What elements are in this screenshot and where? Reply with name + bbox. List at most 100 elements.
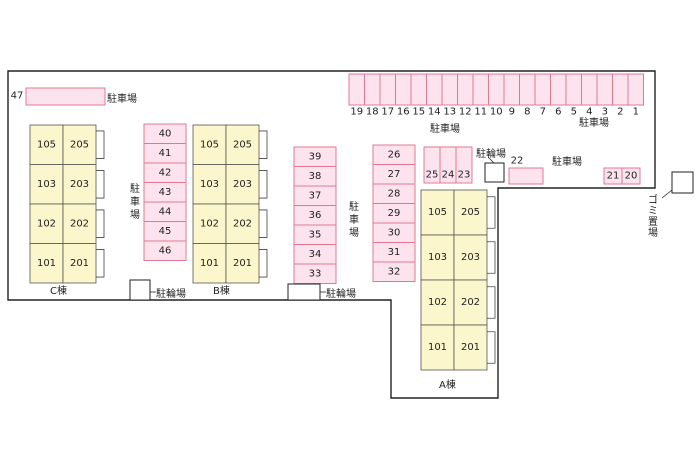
apartment-unit-number: 201 [70,258,89,269]
apartment-unit-202: 202 [225,203,260,244]
parking-stall-number: 2 [617,107,623,118]
apartment-unit-203: 203 [453,234,488,281]
parking-stall-rect [627,73,644,106]
label-building-a: A棟 [439,378,456,391]
apartment-unit-rect [29,124,64,165]
parking-stall-4: 4 [581,73,598,118]
apartment-unit-105: 105 [420,189,455,236]
apartment-unit-rect [62,243,97,284]
parking-stall-number: 31 [388,247,401,258]
apartment-unit-rect [225,124,260,165]
parking-stall-36: 36 [293,205,337,226]
parking-stall-rect [508,167,544,185]
label-garbage-1: ゴ [648,193,658,206]
parking-stall-number: 24 [442,170,455,181]
parking-stall-30: 30 [372,222,416,243]
apartment-unit-number: 202 [233,218,252,229]
parking-stall-17: 17 [379,73,396,118]
apartment-unit-number: 101 [428,342,447,353]
label-parking-v-40-1: 駐 [130,182,140,195]
label-parking-top-right: 駐車場 [579,116,609,129]
apartment-unit-number: 201 [233,258,252,269]
parking-stall-25: 25 [423,146,441,184]
apartment-unit-number: 103 [428,252,447,263]
balcony-notch [96,130,105,159]
bike-parking-box-a [484,162,505,183]
parking-stall-rect [395,73,412,106]
apartment-unit-number: 101 [37,258,56,269]
apartment-unit-number: 103 [37,179,56,190]
parking-stall-29: 29 [372,203,416,224]
balcony-notch [96,170,105,199]
apartment-unit-rect [192,203,227,244]
parking-stall-number: 41 [159,148,172,159]
parking-stall-37: 37 [293,185,337,206]
apartment-unit-number: 205 [233,139,252,150]
parking-stall-11: 11 [472,73,489,118]
parking-stall-rect [581,73,598,106]
balcony-notch [259,170,268,199]
parking-stall-number: 8 [524,107,530,118]
apartment-unit-number: 203 [233,179,252,190]
parking-stall-number: 17 [381,107,394,118]
label-parking-v-26-1: 駐 [349,200,359,213]
parking-stall-12: 12 [457,73,474,118]
parking-stall-number: 7 [540,107,546,118]
apartment-unit-rect [420,234,455,281]
parking-stall-rect [25,87,106,106]
parking-stall-rect [519,73,536,106]
bike-parking-leader-a [487,156,495,164]
parking-stall-number: 3 [602,107,608,118]
label-parking-47: 駐車場 [107,92,137,105]
parking-stall-28: 28 [372,183,416,204]
parking-stall-42: 42 [143,162,187,183]
balcony-notch [487,196,496,229]
parking-stall-33: 33 [293,263,337,284]
parking-stall-rect [348,73,365,106]
parking-stall-rect [488,73,505,106]
label-garbage-2: ミ [648,206,658,217]
parking-stall-9: 9 [503,73,520,118]
parking-stall-39: 39 [293,146,337,167]
parking-stall-number: 10 [490,107,503,118]
parking-stall-31: 31 [372,242,416,263]
apartment-unit-number: 101 [200,258,219,269]
apartment-unit-rect [192,164,227,205]
parking-stall-number: 5 [571,107,577,118]
label-bike-c: 駐輪場 [156,287,186,300]
label-bike-b: 駐輪場 [326,287,356,300]
label-bike-a: 駐輪場 [476,147,506,160]
parking-stall-number: 45 [159,226,172,237]
parking-stall-16: 16 [395,73,412,118]
parking-stall-rect [410,73,427,106]
apartment-unit-number: 105 [200,139,219,150]
parking-stall-34: 34 [293,244,337,265]
parking-stall-number: 19 [350,107,363,118]
parking-stall-number: 15 [412,107,425,118]
apartment-unit-rect [62,164,97,205]
parking-stall-35: 35 [293,224,337,245]
parking-stall-22: 22 [508,156,544,185]
parking-stall-rect [565,73,582,106]
label-parking-v-40-2: 車 [130,195,140,208]
parking-stall-27: 27 [372,164,416,185]
parking-stall-number: 30 [388,227,401,238]
parking-stall-number: 1 [633,107,639,118]
apartment-unit-rect [453,189,488,236]
apartment-unit-102: 102 [420,279,455,326]
apartment-unit-205: 205 [453,189,488,236]
apartment-unit-103: 103 [192,164,227,205]
parking-stall-number: 46 [159,245,172,256]
apartment-unit-202: 202 [453,279,488,326]
balcony-notch [96,209,105,238]
apartment-unit-number: 203 [461,252,480,263]
parking-stall-number: 21 [607,171,620,182]
parking-stall-number: 6 [555,107,561,118]
parking-stall-24: 24 [439,146,457,184]
parking-stall-rect [596,73,613,106]
apartment-unit-rect [225,203,260,244]
